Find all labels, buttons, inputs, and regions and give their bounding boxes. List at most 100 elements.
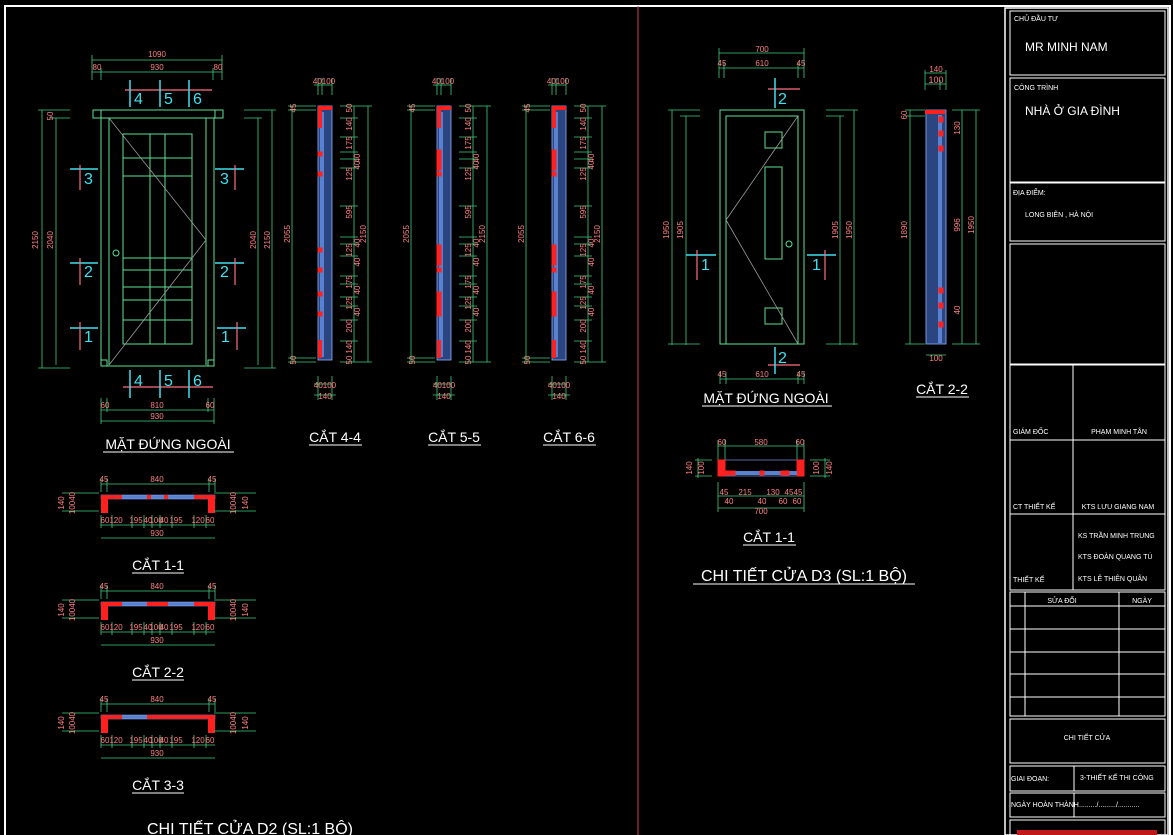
dim-text: 40 bbox=[587, 160, 596, 169]
dim-text: 1950 bbox=[845, 221, 854, 239]
dim-text: 140 bbox=[464, 340, 473, 354]
dim-text: 700 bbox=[755, 45, 769, 54]
dim-text: 195 bbox=[169, 516, 183, 525]
dim-text: 2150 bbox=[593, 225, 602, 243]
dim-text: 45 bbox=[208, 475, 217, 484]
dim-text: 40 bbox=[472, 285, 481, 294]
dim-text: 120 bbox=[191, 623, 205, 632]
date-header: NGÀY bbox=[1132, 596, 1152, 605]
dim-text: 930 bbox=[150, 63, 164, 72]
dim-text: 125 bbox=[464, 167, 473, 181]
dim-text: 40 bbox=[353, 257, 362, 266]
dim-text: 45 bbox=[289, 103, 298, 112]
dim-text: 60 bbox=[206, 516, 215, 525]
dim-text: 120 bbox=[109, 736, 123, 745]
dim-text: 175 bbox=[464, 275, 473, 289]
dim-text: 40100 bbox=[432, 77, 455, 86]
section-mark-4-bottom: 4 bbox=[134, 373, 143, 390]
director-value: PHẠM MINH TÂN bbox=[1091, 427, 1147, 436]
dim-text: 40100 bbox=[548, 381, 571, 390]
dim-text: 45 bbox=[523, 103, 532, 112]
dim-text: 10040 bbox=[229, 711, 238, 734]
dim-text: 60 bbox=[206, 623, 215, 632]
director-label: GIÁM ĐỐC bbox=[1013, 426, 1048, 436]
dim-text: 120 bbox=[109, 516, 123, 525]
dim-text: 10040 bbox=[229, 491, 238, 514]
dim-text: 175 bbox=[579, 275, 588, 289]
dim-text: 40 bbox=[587, 285, 596, 294]
section-mark-1-right: 1 bbox=[812, 257, 821, 274]
vertical-section-label: CẮT 5-5 bbox=[428, 428, 480, 445]
dim-text: 140 bbox=[437, 392, 451, 401]
dim-text: 2150 bbox=[478, 225, 487, 243]
dim-text: 580 bbox=[754, 438, 768, 447]
section-mark-4-top: 4 bbox=[134, 91, 143, 108]
dim-text: 140 bbox=[241, 716, 250, 730]
dim-text: 45 bbox=[794, 488, 803, 497]
dim-text: 200 bbox=[345, 319, 354, 333]
dim-text: 175 bbox=[345, 275, 354, 289]
dim-text: 930 bbox=[150, 412, 164, 421]
d2-elevation: 1090 80 930 80 4 5 6 bbox=[31, 50, 276, 453]
dim-text: 40 bbox=[472, 238, 481, 247]
section-mark-1-right: 1 bbox=[221, 329, 230, 346]
dim-text: 50 bbox=[579, 355, 588, 364]
dim-text: 125 bbox=[464, 296, 473, 310]
dim-text: 45 bbox=[208, 582, 217, 591]
dim-text: 200 bbox=[464, 319, 473, 333]
d2-vertical-sections: 4010045205550501401754040125595401254017… bbox=[283, 77, 606, 446]
dim-text: 996 bbox=[953, 218, 962, 232]
section-mark-6-top: 6 bbox=[193, 91, 202, 108]
designer-1: KS TRẦN MINH TRUNG bbox=[1078, 530, 1155, 540]
dim-text: 40 bbox=[144, 623, 153, 632]
dim-text: 40 bbox=[472, 160, 481, 169]
dim-text: 700 bbox=[754, 507, 768, 516]
dim-text: 2150 bbox=[31, 231, 40, 249]
dim-text: 60 bbox=[101, 623, 110, 632]
completion-label: NGÀY HOÀN THÀNH bbox=[1011, 800, 1079, 809]
dim-text: 120 bbox=[191, 736, 205, 745]
dim-text: 50 bbox=[345, 355, 354, 364]
section-mark-6-bottom: 6 bbox=[193, 373, 202, 390]
dim-text: 40100 bbox=[313, 77, 336, 86]
dim-text: 40 bbox=[353, 160, 362, 169]
dim-text: 1950 bbox=[967, 216, 976, 234]
dim-text: 195 bbox=[129, 736, 143, 745]
dim-text: 45 bbox=[208, 695, 217, 704]
dim-text: 40 bbox=[587, 238, 596, 247]
dim-text: 45 bbox=[408, 103, 417, 112]
dim-text: 45 bbox=[797, 370, 806, 379]
dim-text: 45 bbox=[100, 582, 109, 591]
d3-elevation: 700 45 610 45 2 1950 1905 1905 1950 1 1 bbox=[662, 45, 858, 407]
dim-text: 45 bbox=[100, 475, 109, 484]
title-block: CHỦ ĐẦU TƯ MR MINH NAM CÔNG TRÌNH NHÀ Ở … bbox=[1004, 7, 1169, 835]
d2-elevation-label: MẶT ĐỨNG NGOÀI bbox=[105, 436, 230, 452]
dim-text: 40 bbox=[953, 305, 962, 314]
dim-text: 125 bbox=[345, 296, 354, 310]
dim-text: 50 bbox=[408, 355, 417, 364]
dim-text: 840 bbox=[150, 475, 164, 484]
vertical-section-4: 4010045205550501401754040125595401254017… bbox=[283, 77, 372, 446]
dim-text: 140 bbox=[345, 340, 354, 354]
dim-text: 140 bbox=[241, 603, 250, 617]
dim-text: 125 bbox=[579, 243, 588, 257]
section-mark-5-top: 5 bbox=[164, 91, 173, 108]
dim-text: 40100 bbox=[547, 77, 570, 86]
dim-text: 60 bbox=[101, 736, 110, 745]
dim-text: 50 bbox=[464, 103, 473, 112]
dim-text: 130 bbox=[953, 121, 962, 135]
dim-text: 50 bbox=[523, 355, 532, 364]
location-label: ĐỊA ĐIỂM: bbox=[1013, 188, 1046, 197]
vertical-section-label: CẮT 4-4 bbox=[309, 428, 361, 445]
dim-text: 40 bbox=[472, 307, 481, 316]
dim-text: 45 bbox=[718, 370, 727, 379]
dim-text: 100 bbox=[149, 516, 163, 525]
horizontal-section-label: CẮT 2-2 bbox=[132, 663, 184, 680]
dim-text: 50 bbox=[345, 103, 354, 112]
dim-text: 130 bbox=[766, 488, 780, 497]
dim-text: 200 bbox=[579, 319, 588, 333]
dim-text: 930 bbox=[150, 529, 164, 538]
